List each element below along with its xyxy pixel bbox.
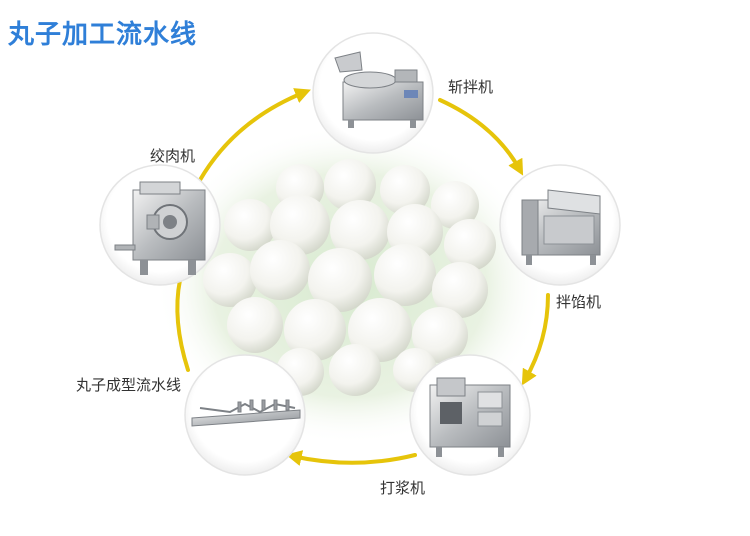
label-forming-line: 丸子成型流水线 xyxy=(76,376,182,394)
meatball-forming-line-icon xyxy=(191,399,301,427)
cycle-arrows xyxy=(175,88,550,466)
arrow-chopper-to-mixer xyxy=(438,98,524,176)
station-bowl-chopper xyxy=(312,32,434,154)
station-mixer xyxy=(499,164,621,286)
station-beater xyxy=(409,354,531,476)
label-meat-grinder: 绞肉机 xyxy=(150,147,196,165)
arrow-mixer-to-beater xyxy=(521,293,550,386)
arrow-beater-to-forming xyxy=(285,450,417,466)
label-mixer: 拌馅机 xyxy=(556,293,602,311)
arrow-forming-to-grinder xyxy=(175,278,190,372)
arrow-grinder-to-chopper xyxy=(198,88,311,182)
station-meat-grinder xyxy=(99,164,221,286)
label-bowl-chopper: 斩拌机 xyxy=(448,78,494,96)
station-forming-line xyxy=(184,354,306,476)
meat-grinder-machine-icon xyxy=(114,181,206,275)
page-title: 丸子加工流水线 xyxy=(8,20,198,50)
bowl-chopper-machine-icon xyxy=(334,51,424,128)
mixer-machine-icon xyxy=(521,189,601,265)
label-beater: 打浆机 xyxy=(380,479,426,497)
beater-machine-icon xyxy=(429,377,511,457)
